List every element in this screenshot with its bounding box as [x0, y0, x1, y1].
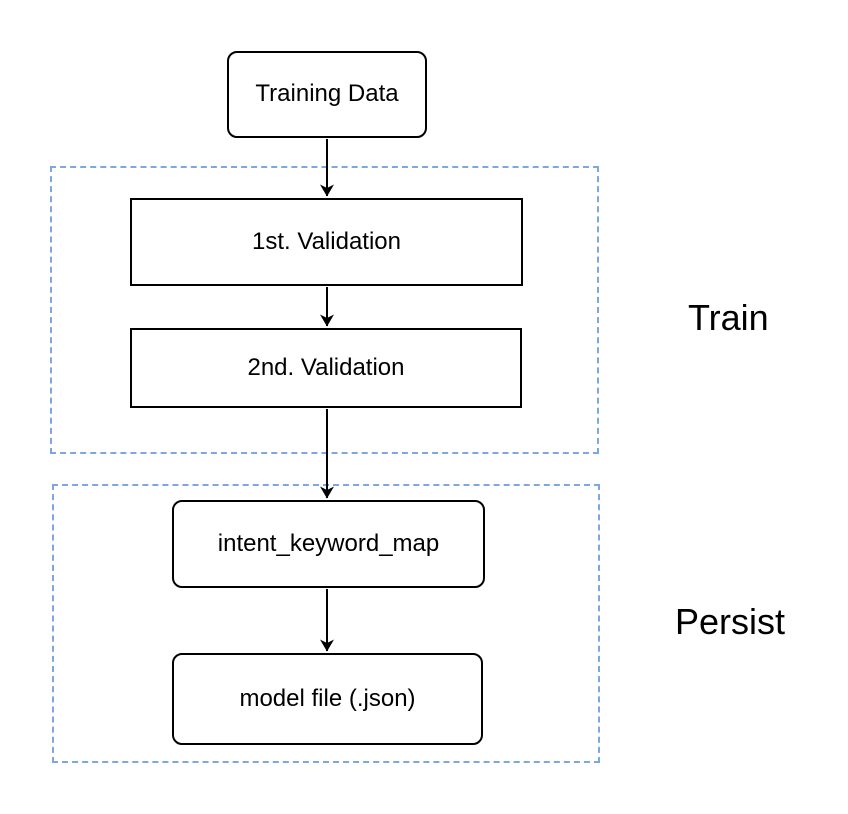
- node-training-data-label: Training Data: [255, 80, 399, 108]
- node-second-validation-label: 2nd. Validation: [247, 353, 405, 381]
- group-train-container: [50, 166, 599, 454]
- node-intent-keyword-map: intent_keyword_map: [172, 500, 485, 588]
- node-first-validation-label: 1st. Validation: [252, 227, 401, 255]
- node-first-validation: 1st. Validation: [130, 198, 523, 286]
- group-persist-label: Persist: [675, 601, 786, 642]
- node-intent-keyword-map-label: intent_keyword_map: [217, 529, 440, 557]
- node-model-file: model file (.json): [172, 653, 483, 745]
- node-second-validation: 2nd. Validation: [130, 328, 522, 408]
- node-model-file-label: model file (.json): [239, 684, 416, 712]
- group-train-label: Train: [688, 297, 769, 338]
- node-training-data: Training Data: [227, 51, 427, 138]
